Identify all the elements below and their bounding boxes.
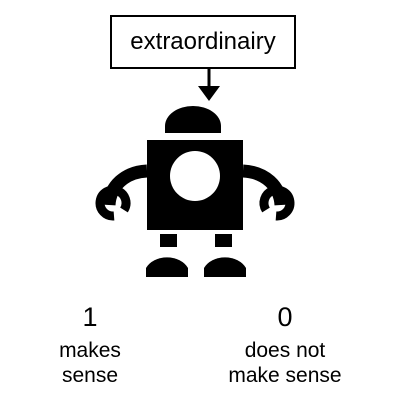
option-label-line1: makes: [59, 339, 121, 362]
option-label-line2: sense: [61, 364, 119, 387]
option-makes-sense[interactable]: 1 makes sense: [30, 302, 150, 388]
robot-left-arm: [102, 164, 148, 206]
option-label-line1: does not: [244, 339, 326, 362]
robot-right-leg: [215, 234, 232, 247]
robot-right-claw: [259, 185, 295, 221]
option-value: 0: [277, 302, 293, 332]
option-label-line2: make sense: [228, 364, 342, 387]
robot-head: [165, 106, 221, 133]
robot-right-arm: [242, 164, 288, 206]
robot-eye: [170, 151, 220, 201]
robot-icon: [95, 106, 295, 277]
option-does-not-make-sense[interactable]: 0 does not make sense: [200, 302, 370, 388]
option-value: 1: [82, 302, 98, 332]
word-box: extraordinairy: [110, 15, 296, 69]
robot-left-claw: [95, 185, 131, 221]
target-word: extraordinairy: [130, 28, 276, 55]
robot-left-foot: [146, 257, 188, 277]
robot-right-foot: [204, 257, 246, 277]
down-arrow-icon: [198, 69, 220, 101]
robot-left-leg: [160, 234, 177, 247]
